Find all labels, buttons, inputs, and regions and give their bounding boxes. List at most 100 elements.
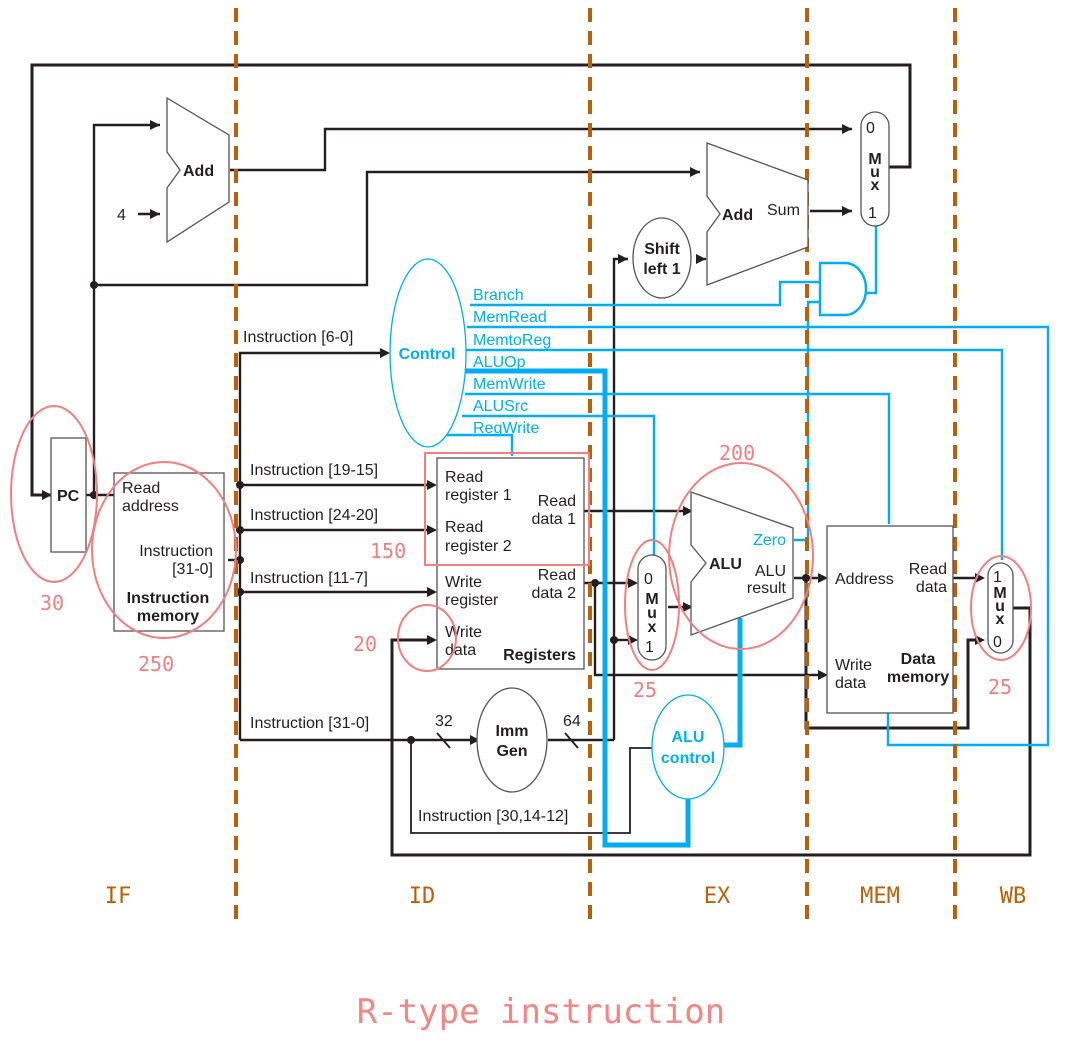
reg-write-register-b: register <box>445 592 499 609</box>
pc-latency: 30 <box>40 591 64 615</box>
alu-mux-input-1: 1 <box>645 639 654 656</box>
write-data-mem-wire <box>593 583 818 677</box>
pc-adder-label: Add <box>183 163 214 180</box>
imem-read-address-2: address <box>122 498 179 515</box>
reg-read-register-1a: Read <box>445 469 483 486</box>
reg-write-register-a: Write <box>445 574 482 591</box>
alu-result-label-2: result <box>747 580 787 597</box>
zero-signal-wire <box>794 300 820 542</box>
imm-gen-label-1: Imm <box>496 723 529 740</box>
signal-branch: Branch <box>473 287 524 304</box>
wb-mux-circle <box>970 555 1032 661</box>
constant-four: 4 <box>117 207 126 224</box>
stage-labels: IF ID EX MEM WB <box>105 884 1027 909</box>
alu-control-label-2: control <box>661 750 715 767</box>
program-counter: PC <box>50 437 87 553</box>
imem-read-address-1: Read <box>122 480 160 497</box>
branch-adder: Add Sum <box>706 142 809 286</box>
regwrite-signal-wire <box>435 433 514 456</box>
stage-id: ID <box>409 884 436 909</box>
dmem-write-data-2: data <box>835 675 866 692</box>
control-label: Control <box>399 346 456 363</box>
stage-mem: MEM <box>860 884 900 909</box>
alusrc-signal-wire <box>462 414 656 555</box>
alu-mux-label-u: u <box>647 605 657 622</box>
imm-gen-label-2: Gen <box>496 743 527 760</box>
reg-write-data-a: Write <box>445 624 482 641</box>
instruction-field-labels: Instruction [6-0] Instruction [19-15] In… <box>243 329 581 825</box>
dmem-name-2: memory <box>887 669 949 686</box>
pc-mux-input-0: 0 <box>866 120 875 137</box>
pc-mux-label-m: M <box>868 151 881 168</box>
reg-read-data-2a: Read <box>538 567 576 584</box>
memread-signal-wire <box>467 325 1050 747</box>
alu-src-mux: 0 M u x 1 <box>637 554 667 661</box>
signal-memread: MemRead <box>473 309 547 326</box>
imem-instruction-1: Instruction <box>139 543 213 560</box>
imm-gen: Imm Gen <box>476 687 548 793</box>
control-unit: Control Branch MemRead MemtoReg ALUOp Me… <box>389 258 551 448</box>
pc-mux: 0 M u x 1 <box>860 111 890 227</box>
signal-aluop: ALUOp <box>473 354 526 371</box>
alu-zero-label: Zero <box>753 532 786 549</box>
wb-mux-input-1: 1 <box>993 569 1002 586</box>
alu-result-label-1: ALU <box>755 563 786 580</box>
reg-read-box <box>424 452 590 566</box>
label-width-64: 64 <box>563 713 581 730</box>
wb-mux: 1 M u x 0 <box>987 562 1014 654</box>
memwrite-signal-wire <box>465 392 891 524</box>
dmem-read-data-1: Read <box>909 561 947 578</box>
label-width-32: 32 <box>435 713 453 730</box>
pc-mux-label-x: x <box>871 177 880 194</box>
alu-mux-label-x: x <box>648 619 657 636</box>
pc-to-adder-wire <box>92 123 160 495</box>
reg-read-register-2b: register 2 <box>445 538 512 555</box>
pc-label: PC <box>57 488 80 505</box>
signal-memwrite: MemWrite <box>473 376 546 393</box>
imem-name-1: Instruction <box>127 590 210 607</box>
data-memory: Address Read data Write data Data memory <box>826 525 954 714</box>
alu: ALU Zero ALU result <box>690 491 794 636</box>
wb-mux-label-m: M <box>993 585 1006 602</box>
registers-label: Registers <box>503 647 576 664</box>
dmem-write-data-1: Write <box>835 657 872 674</box>
pcsrc-signal-wire <box>866 222 878 295</box>
alu-latency: 200 <box>719 441 755 465</box>
dmem-read-data-2: data <box>916 579 947 596</box>
funct-wire <box>410 740 652 834</box>
label-rd: Instruction [11-7] <box>250 570 368 587</box>
pc-circle <box>10 405 98 583</box>
signal-regwrite: RegWrite <box>473 420 539 437</box>
alu-control: ALU control <box>651 694 725 800</box>
pc-feedback-wire <box>30 63 912 497</box>
branch-signal-wire <box>470 280 820 307</box>
sum-label: Sum <box>767 202 800 219</box>
pc-mux-label-u: u <box>870 164 880 181</box>
bus-width-slash-32 <box>436 732 451 749</box>
wb-mux-label-x: x <box>996 611 1005 628</box>
wb-mux-input-0: 0 <box>993 634 1002 651</box>
pc-mux-input-1: 1 <box>868 205 877 222</box>
alu-mux-input-0: 0 <box>644 571 653 588</box>
reg-read-register-1b: register 1 <box>445 487 512 504</box>
branch-and-gate <box>818 261 868 317</box>
wb-mux-label-u: u <box>995 598 1005 615</box>
imem-latency: 250 <box>138 652 174 676</box>
imem-circle <box>91 461 237 639</box>
reg-write-circle <box>397 604 457 672</box>
reg-read-register-2a: Read <box>445 519 483 536</box>
signal-alusrc: ALUSrc <box>473 398 528 415</box>
alu-circle <box>668 462 814 650</box>
shift-left-label-1: Shift <box>644 241 680 258</box>
signal-memtoreg: MemtoReg <box>473 332 551 349</box>
datapath-wires <box>30 63 1032 857</box>
register-file: Read register 1 Read register 2 Write re… <box>436 457 585 670</box>
label-funct: Instruction [30,14-12] <box>418 808 568 825</box>
instruction-memory: Read address Instruction [31-0] Instruct… <box>113 472 225 632</box>
latency-annotations: 30 250 150 20 25 200 25 <box>10 405 1032 702</box>
reg-read-data-1a: Read <box>538 493 576 510</box>
pc-adder: Add 4 <box>117 96 230 244</box>
label-rs2: Instruction [24-20] <box>250 507 378 524</box>
imem-name-2: memory <box>137 608 199 625</box>
